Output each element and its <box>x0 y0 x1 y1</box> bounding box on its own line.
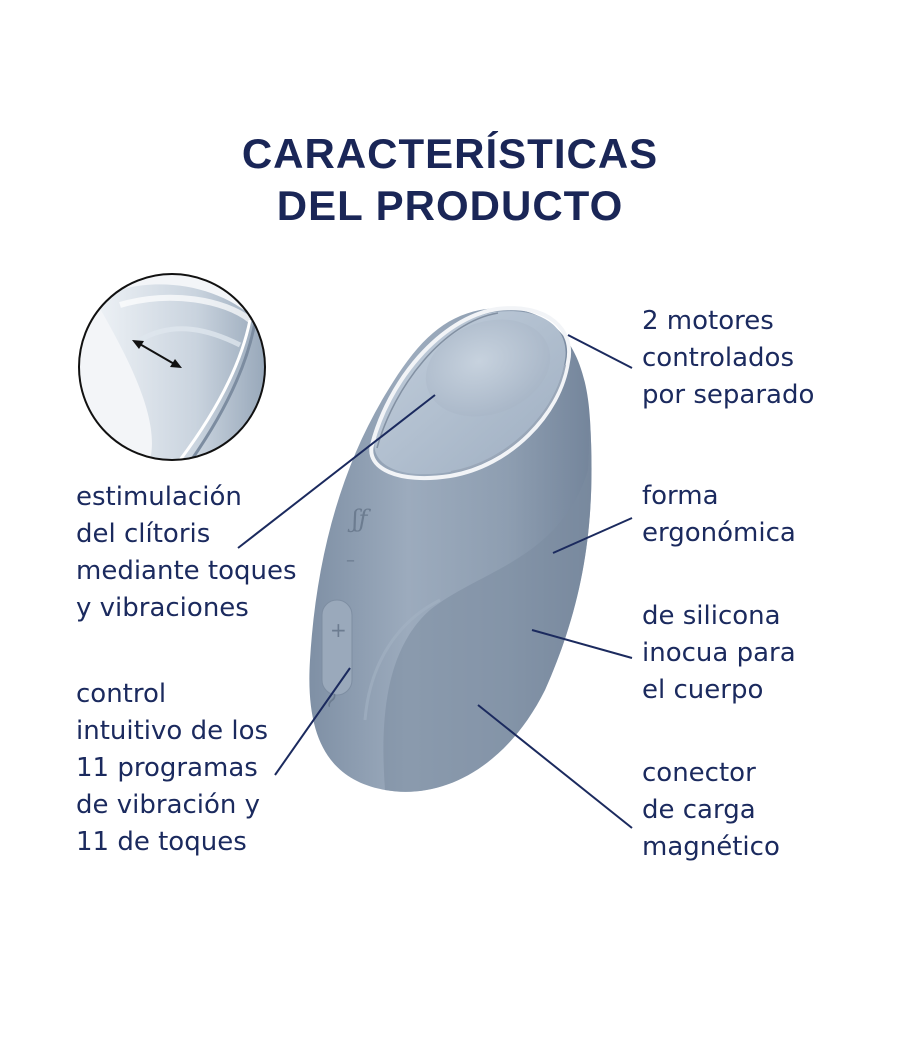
feature-charger: conector de carga magnético <box>642 755 780 866</box>
feature-silicone-line: de silicona <box>642 601 781 631</box>
feature-control: control intuitivo de los 11 programas de… <box>76 676 268 861</box>
feature-motors-line: 2 motores <box>642 306 774 336</box>
zoom-detail <box>78 273 266 461</box>
feature-stimulation-line: estimulación <box>76 482 242 512</box>
feature-stimulation: estimulación del clítoris mediante toque… <box>76 479 297 627</box>
feature-ergonomic-line: ergonómica <box>642 518 796 548</box>
feature-stimulation-line: del clítoris <box>76 519 211 549</box>
page-title: CARACTERÍSTICAS DEL PRODUCTO <box>0 128 900 232</box>
feature-silicone: de silicona inocua para el cuerpo <box>642 598 796 709</box>
feature-motors-line: por separado <box>642 380 815 410</box>
feature-control-line: 11 de toques <box>76 827 247 857</box>
device <box>309 306 592 792</box>
feature-silicone-line: inocua para <box>642 638 796 668</box>
feature-charger-line: magnético <box>642 832 780 862</box>
plus-button: + <box>330 618 347 642</box>
feature-motors-line: controlados <box>642 343 795 373</box>
feature-control-line: 11 programas <box>76 753 258 783</box>
feature-stimulation-line: y vibraciones <box>76 593 249 623</box>
feature-silicone-line: el cuerpo <box>642 675 764 705</box>
title-line-1: CARACTERÍSTICAS <box>241 130 659 177</box>
feature-control-line: de vibración y <box>76 790 261 820</box>
feature-stimulation-line: mediante toques <box>76 556 297 586</box>
feature-control-line: intuitivo de los <box>76 716 269 746</box>
feature-ergonomic: forma ergonómica <box>642 478 796 552</box>
feature-motors: 2 motores controlados por separado <box>642 303 814 414</box>
feature-control-line: control <box>76 679 167 709</box>
leader-lines <box>237 334 633 829</box>
brand-logo: ʃƒ <box>352 505 368 533</box>
minus-icon: – <box>346 550 355 571</box>
feature-ergonomic-line: forma <box>642 481 719 511</box>
feature-charger-line: de carga <box>642 795 756 825</box>
title-line-2: DEL PRODUCTO <box>276 182 624 229</box>
feature-charger-line: conector <box>642 758 756 788</box>
